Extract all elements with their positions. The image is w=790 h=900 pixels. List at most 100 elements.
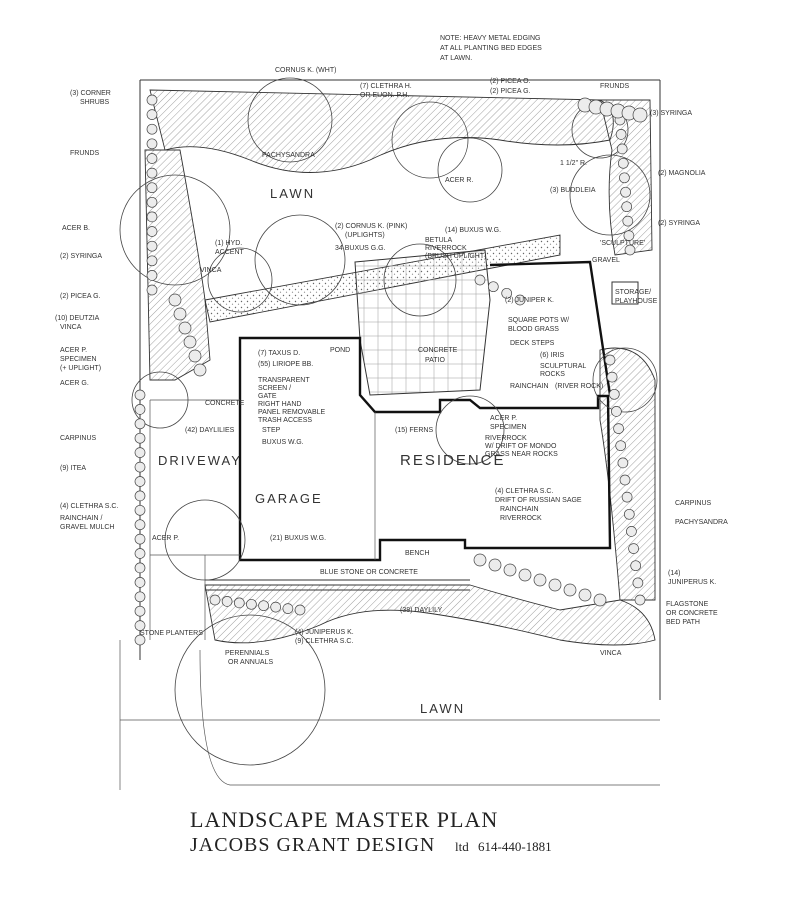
plant-label: (15) FERNS [395,427,433,434]
plant-label: (2) PICEA O. [490,78,531,85]
shrub [622,215,634,227]
plant-label: (6) IRIS [540,352,564,359]
tree-canopy [254,214,346,306]
tree-canopy [383,243,457,317]
plant-label: VINCA [600,650,622,657]
shrub [282,603,294,614]
shrub [134,519,146,531]
plant-label: BETULA [425,237,453,244]
plant-label: (2) SYRINGA [658,220,700,227]
shrub [209,594,221,606]
shrub [613,423,624,434]
shrub [606,371,618,383]
shrub [548,578,562,592]
plant-label: (3) CORNER [70,90,111,97]
plant-label: (14) BUXUS W.G. [445,227,501,234]
shrub [578,588,592,602]
plant-label: DRIFT OF RUSSIAN SAGE [495,497,582,504]
shrub [487,281,499,293]
driveway [149,399,470,640]
shrub [270,601,282,613]
plant-label: SCULPTURAL [540,363,586,370]
area-label: DECK STEPS [510,340,555,347]
plant-label: (2) PICEA G. [490,88,531,95]
shrub [619,474,631,486]
house-footprint [238,260,639,562]
lawn-label: LAWN [420,701,465,716]
plant-label: STONE PLANTERS [140,630,203,637]
storage-playhouse [611,281,639,305]
plant-label: ROCKS [540,371,565,378]
shrub [134,461,146,473]
shrub [503,563,517,577]
plant-label: RAINCHAIN / [60,515,102,522]
plant-label: JUNIPERUS K. [668,579,716,586]
plant-label: (4) CLETHRA S.C. [60,503,118,510]
labels-top: NOTE: HEAVY METAL EDGING AT ALL PLANTING… [200,35,587,274]
plant-label: FLAGSTONE [666,601,709,608]
shrub [178,321,192,335]
plant-label: PERENNIALS [225,650,270,657]
plant-label: ACER R. [445,177,473,184]
residence-label: RESIDENCE [400,452,506,469]
area-label: STORAGE/ [615,289,651,296]
shrub [134,605,146,617]
shrub [294,604,306,616]
plant-label: PANEL REMOVABLE [258,409,326,416]
shrub [134,490,146,502]
shrubs [134,94,648,646]
plant-label: SPECIMEN [60,356,97,363]
plant-label: STEP [262,427,281,434]
plant-label: (9) CLETHRA S.C. [295,638,353,645]
plant-label: VINCA [200,267,222,274]
plant-label: RAINCHAIN [500,506,539,513]
shrub [628,543,639,554]
shrub [619,172,630,184]
shrub [134,591,146,603]
labels-center: (7) TAXUS D. (55) LIRIOPE BB. TRANSPAREN… [185,297,603,666]
shrub [146,123,158,135]
shrub [473,553,487,567]
bed-west [144,149,211,381]
plant-label: GRAVEL MULCH [60,524,114,531]
plant-label: (2) CORNUS K. (PINK) [335,223,407,230]
tree-canopy [247,77,333,163]
shrub [617,157,629,169]
plant-label: CORNUS K. (WHT) [275,67,336,74]
shrub [246,598,257,610]
plant-label: BUXUS W.G. [262,439,304,446]
bed-north [149,89,614,173]
driveway-label: DRIVEWAY [158,453,242,468]
note-line: NOTE: HEAVY METAL EDGING [440,35,540,42]
plant-label: (10) DEUTZIA [55,315,100,322]
labels-areas: LAWN LAWN RESIDENCE GARAGE DRIVEWAY [158,186,506,716]
plant-label: RIGHT HAND [258,401,301,408]
shrub [632,577,644,589]
shrub [518,568,532,582]
plant-label: ACER P. [490,415,517,422]
shrub [146,138,158,150]
shrub [188,349,202,363]
shrub [183,335,197,349]
plant-label: RAINCHAIN [510,383,549,390]
shrub [134,548,146,559]
shrub [221,596,233,607]
note-line: AT LAWN. [440,55,472,62]
area-label: PLAYHOUSE [615,298,658,305]
plant-label: (RIVER ROCK) [555,383,603,390]
plant-label: CARPINUS [60,435,97,442]
labels-left: (3) CORNER SHRUBS FRUNDS ACER B. (2) SYR… [55,90,203,637]
shrub [474,274,486,286]
tree-canopy [435,395,505,465]
area-label: BENCH [405,550,430,557]
plant-label: (14) [668,570,680,577]
plant-label: 34 BUXUS G.G. [335,245,386,252]
shrub [488,558,502,572]
shrub [134,476,146,487]
plant-label: W/ DRIFT OF MONDO [485,443,557,450]
plant-label: 1 1/2" R. [560,160,587,167]
shrub [514,294,526,306]
plant-label: RIVERROCK [485,435,527,442]
plant-label: ACCENT [215,249,245,256]
plant-label: ACER B. [62,225,90,232]
